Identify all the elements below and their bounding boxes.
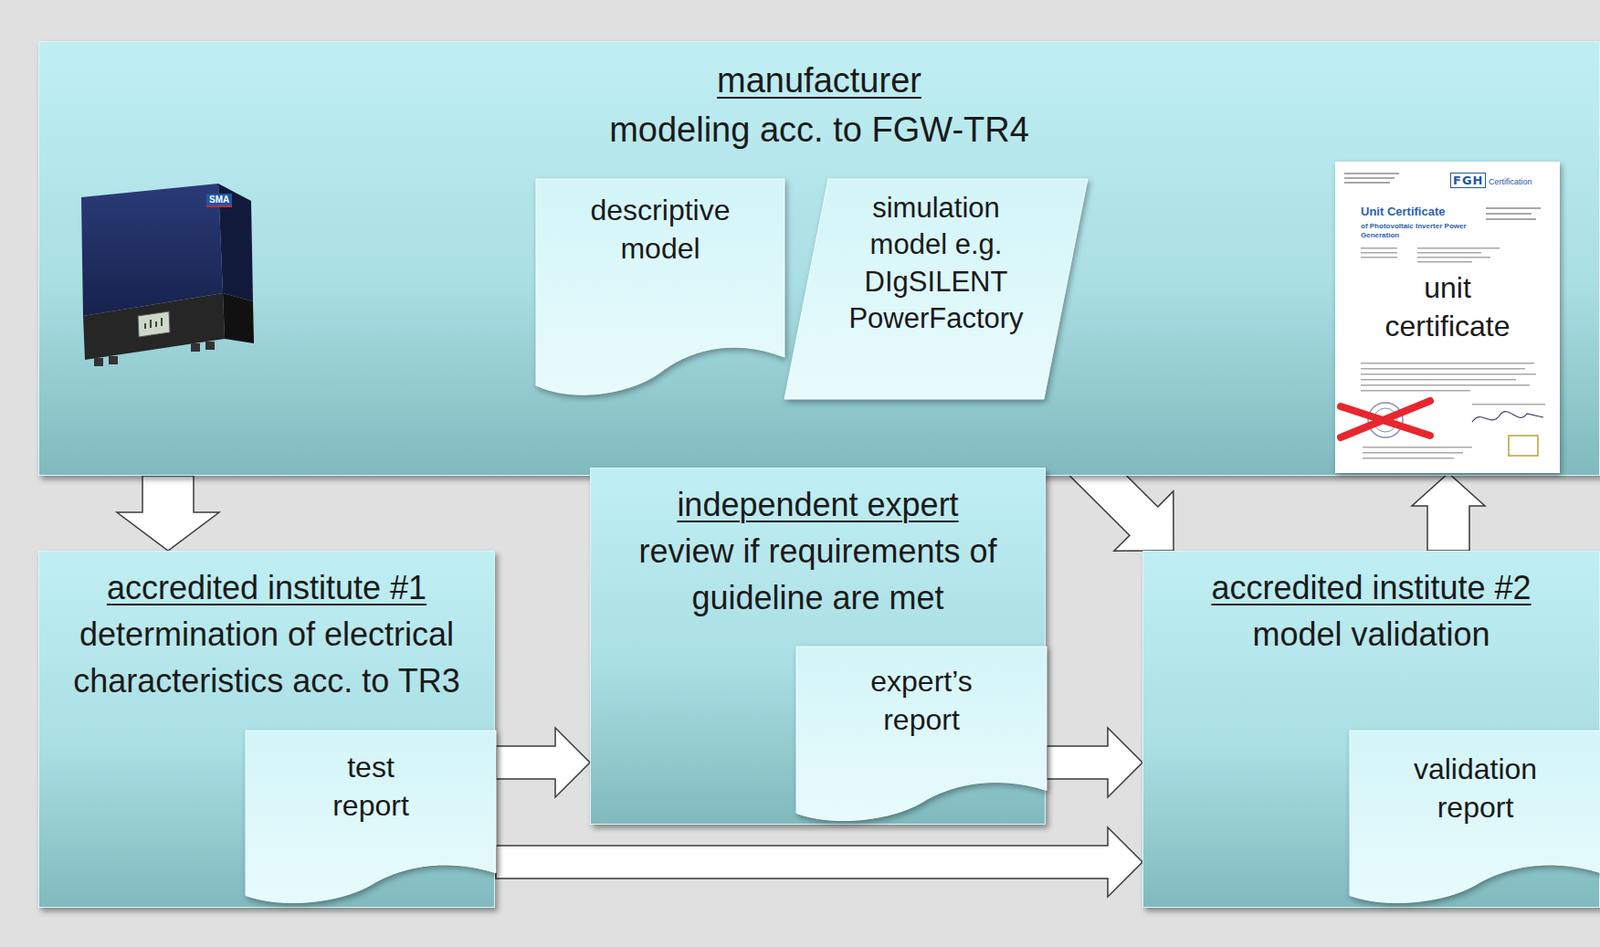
block-arrow [116, 475, 220, 551]
drawing-part [1417, 252, 1482, 254]
box-text: modeling acc. to FGW-TR4 [408, 105, 1231, 156]
drawing-part [1362, 446, 1473, 449]
drawing-part [1360, 373, 1537, 376]
red-cross [1340, 400, 1431, 438]
small-logo [1508, 435, 1538, 456]
certificate-page [1335, 161, 1560, 474]
process-box: accredited institute #1determination of … [38, 550, 495, 908]
block-arrow [1411, 473, 1485, 551]
drawing-part [1344, 177, 1395, 179]
drawing-part [1360, 378, 1516, 381]
drawing-part [1360, 384, 1530, 387]
drawing-part [1485, 212, 1532, 215]
process-box: manufacturermodeling acc. to FGW-TR4 desc… [38, 41, 1600, 476]
block-arrow [1046, 727, 1143, 798]
drawing-part [1344, 181, 1390, 184]
drawing-part [1360, 362, 1535, 365]
inverter-display [137, 311, 170, 337]
document-shape: descriptive model [536, 178, 785, 397]
document-fill [536, 178, 785, 395]
drawing-part [1362, 452, 1464, 454]
drawing-part [1417, 247, 1500, 250]
shape-text: simulation model e.g. DIgSILENT PowerFac… [832, 189, 1040, 337]
inverter-picture [72, 178, 272, 369]
drawing-part [1485, 207, 1541, 210]
drawing-part [1417, 261, 1473, 264]
shape-text: descriptive model [573, 191, 748, 268]
shape-text: unit certificate [1378, 269, 1516, 346]
signature [1472, 411, 1544, 422]
shape-text: expert’s report [848, 663, 995, 739]
drawing-part [1360, 256, 1398, 259]
display-bars [145, 317, 162, 329]
box-heading: manufacturer [408, 56, 1231, 106]
data-parallelogram: simulation model e.g. DIgSILENT PowerFac… [784, 178, 1088, 400]
drawing-part [1417, 256, 1491, 259]
document-shape: validation report [1349, 730, 1600, 905]
document-fill [796, 646, 1047, 822]
document-fill [1349, 730, 1600, 904]
drawing-part [1360, 252, 1398, 254]
box-text: review if requirements of guideline are … [603, 527, 1033, 622]
drawing-part [1485, 218, 1537, 221]
document-shape: test report [245, 730, 496, 905]
certificate-heading: Unit Certificate [1360, 204, 1445, 219]
document-shape: expert’s report [796, 646, 1047, 822]
logo-text: SMA [206, 193, 232, 208]
drawing-part [1360, 368, 1526, 370]
connector-plug [108, 356, 118, 365]
inverter-front [81, 183, 223, 316]
shape-text: test report [315, 748, 426, 825]
document-fill [245, 730, 496, 904]
box-text: model validation [1157, 610, 1587, 658]
process-box: independent expertreview if requirements… [589, 467, 1046, 825]
inverter-base-side [222, 293, 254, 344]
drawing-part [1344, 172, 1400, 175]
drawing-part [1362, 457, 1454, 460]
certificate-subheading: of Photovoltaic Inverter Power Generatio… [1360, 221, 1471, 241]
parallelogram-fill [784, 178, 1088, 400]
box-heading: accredited institute #1 [52, 564, 482, 611]
process-box: accredited institute #2model validation v… [1142, 550, 1600, 908]
connector-plug [205, 341, 215, 350]
shape-text: validation report [1407, 750, 1545, 827]
logo-caption: Certification [1488, 177, 1533, 187]
box-heading: accredited institute #2 [1157, 564, 1587, 611]
block-arrow [495, 727, 590, 798]
drawing-part [1472, 403, 1546, 406]
connector-plug [94, 357, 104, 367]
drawing-part [1360, 247, 1398, 250]
logo-text: FGH [1450, 172, 1486, 189]
inverter-base [83, 293, 225, 360]
connector-plug [190, 343, 200, 352]
drawing-part [1360, 389, 1471, 392]
block-arrow [495, 827, 1143, 897]
box-heading: independent expert [603, 481, 1033, 528]
certificate-image: unit certificate FGHCertificationUnit Cer… [1335, 161, 1560, 474]
box-text: determination of electrical characterist… [52, 610, 482, 705]
